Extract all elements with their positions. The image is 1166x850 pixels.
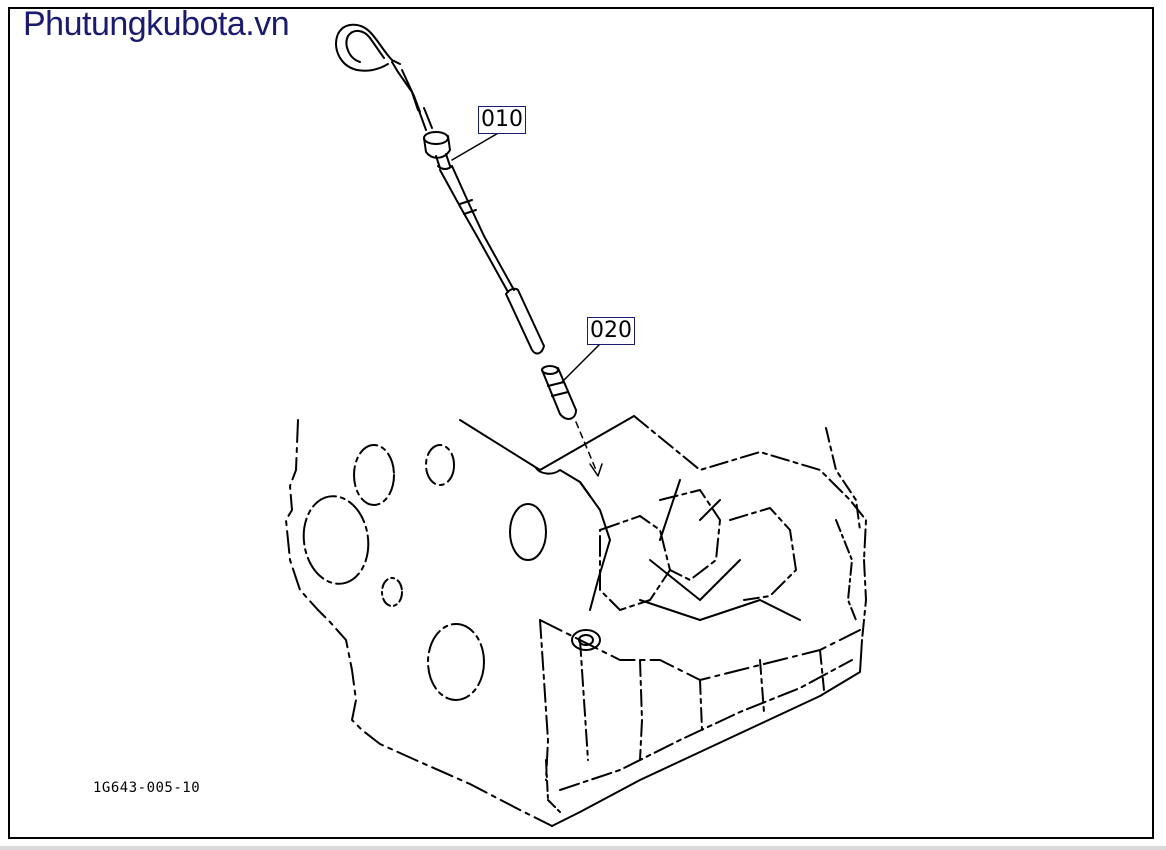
dipstick-plug-body xyxy=(423,135,451,159)
dipstick-shaft-ring xyxy=(459,199,477,215)
block-rib-3 xyxy=(659,479,721,541)
block-hole-lower xyxy=(427,623,485,701)
block-top-edge xyxy=(459,415,635,471)
block-right-flange xyxy=(835,519,857,621)
block-skirt-lower-edge xyxy=(545,759,561,813)
bore-outline-2 xyxy=(659,489,721,581)
bottom-strip xyxy=(0,846,1166,850)
leader-020 xyxy=(561,343,601,383)
watermark-logo: Phutungkubota.vn xyxy=(23,5,290,43)
part-callout-010[interactable]: 010 xyxy=(478,106,526,134)
dipstick-shaft-left xyxy=(439,169,509,293)
dipstick-shaft-right xyxy=(451,165,515,291)
block-hole-center xyxy=(509,503,547,561)
block-skirt-inner xyxy=(559,659,853,791)
block-skirt-bottom xyxy=(551,639,863,827)
leader-010 xyxy=(451,131,501,161)
dipstick-grip-side xyxy=(401,69,421,113)
guide-pipe-bottom xyxy=(559,409,577,420)
block-left-face xyxy=(285,419,553,827)
block-column-4 xyxy=(699,679,703,731)
block-right-top xyxy=(579,481,611,611)
dipstick-collar xyxy=(435,153,453,170)
dipstick-gauge xyxy=(505,287,545,355)
block-hole-top-mid xyxy=(425,444,455,486)
block-hole-top-left xyxy=(353,444,395,506)
block-right-face xyxy=(633,415,867,561)
diagram-frame xyxy=(8,7,1154,839)
block-hole-small xyxy=(381,577,403,607)
bore-outline-1 xyxy=(599,515,671,611)
insertion-line xyxy=(575,421,597,471)
guide-pipe-top xyxy=(541,365,559,375)
insertion-arrow xyxy=(589,463,603,477)
guide-pipe-part xyxy=(541,343,603,477)
dipstick-part xyxy=(335,23,545,355)
guide-pipe-body xyxy=(541,367,577,415)
drawing-code: 1G643-005-10 xyxy=(93,780,201,796)
block-right-edge-upper xyxy=(825,427,861,531)
block-column-6 xyxy=(819,649,825,691)
block-column-5 xyxy=(759,659,765,713)
guide-pipe-rings xyxy=(547,381,569,397)
part-callout-020[interactable]: 020 xyxy=(587,317,635,345)
block-top-notch xyxy=(535,467,591,497)
block-front-column xyxy=(539,619,549,781)
block-column-3 xyxy=(639,659,643,761)
dipstick-plug-top xyxy=(423,131,449,145)
dipstick-upper-shaft xyxy=(417,107,433,131)
block-oil-port-inner xyxy=(578,634,594,646)
bore-outline-3 xyxy=(729,507,797,601)
block-column-2 xyxy=(579,639,589,761)
block-oil-port xyxy=(571,629,601,651)
engine-block xyxy=(285,415,867,827)
block-hole-large-left xyxy=(302,495,370,585)
block-rib-2 xyxy=(639,599,801,621)
block-right-side xyxy=(861,559,867,641)
dipstick-handle-inner xyxy=(345,30,385,63)
block-rib-1 xyxy=(649,559,741,601)
dipstick-handle xyxy=(335,23,401,71)
